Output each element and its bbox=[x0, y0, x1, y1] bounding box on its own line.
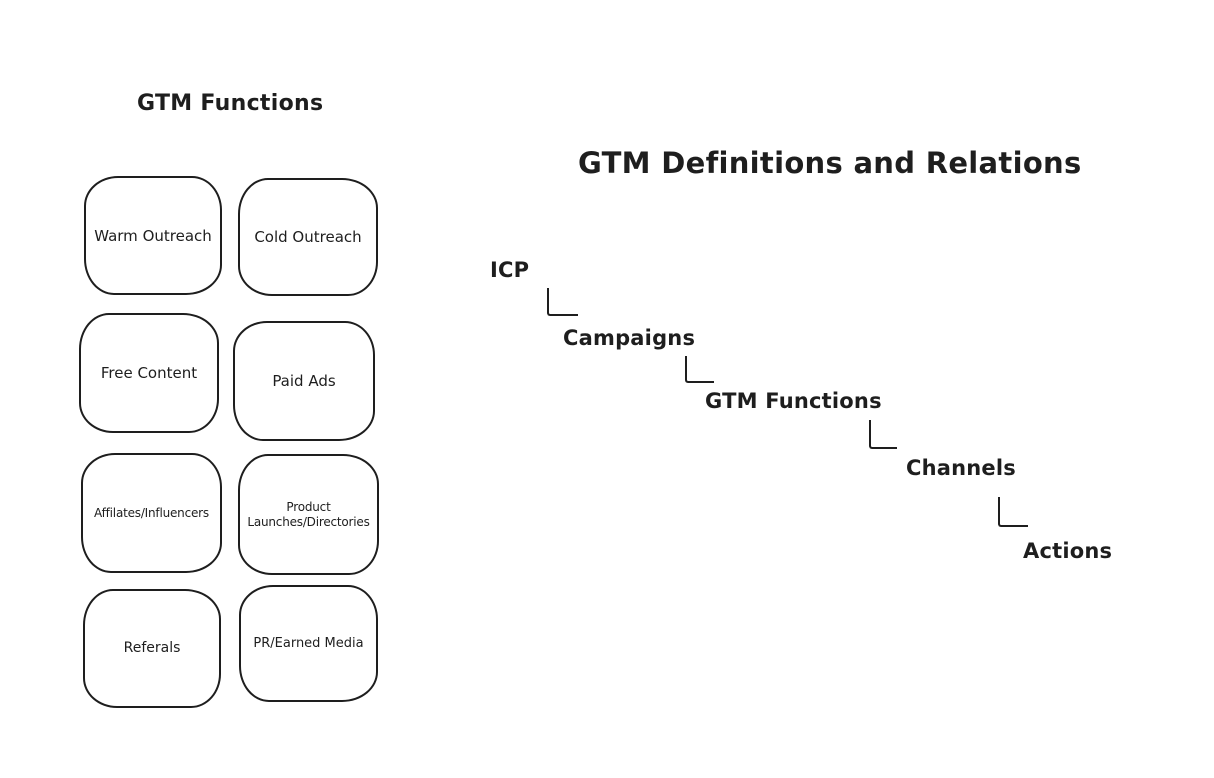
gtm-functions-group-title: GTM Functions bbox=[137, 91, 324, 116]
node-paid-ads[interactable]: Paid Ads bbox=[233, 321, 375, 441]
node-free-content[interactable]: Free Content bbox=[79, 313, 219, 433]
node-label-paid-ads: Paid Ads bbox=[272, 372, 336, 390]
hierarchy-label-channels: Channels bbox=[906, 456, 1016, 480]
node-label-cold-outreach: Cold Outreach bbox=[254, 228, 362, 246]
node-label-affilates-influencers: Affilates/Influencers bbox=[94, 505, 209, 520]
elbow-connector-gtm-functions-channels bbox=[869, 420, 897, 449]
hierarchy-label-icp: ICP bbox=[490, 258, 530, 282]
node-label-product-launches-directories: Product Launches/Directories bbox=[247, 500, 370, 529]
node-warm-outreach[interactable]: Warm Outreach bbox=[84, 176, 222, 295]
elbow-connector-campaigns-gtm-functions bbox=[685, 356, 714, 383]
node-label-referals: Referals bbox=[123, 640, 181, 657]
elbow-connector-channels-actions bbox=[998, 497, 1028, 527]
node-referals[interactable]: Referals bbox=[83, 589, 221, 708]
node-product-launches-directories[interactable]: Product Launches/Directories bbox=[238, 454, 379, 575]
hierarchy-label-gtm-functions: GTM Functions bbox=[705, 389, 882, 413]
node-label-free-content: Free Content bbox=[100, 364, 198, 382]
node-cold-outreach[interactable]: Cold Outreach bbox=[238, 178, 378, 296]
node-label-warm-outreach: Warm Outreach bbox=[94, 226, 212, 245]
hierarchy-label-campaigns: Campaigns bbox=[563, 326, 696, 350]
gtm-relations-group-title: GTM Definitions and Relations bbox=[578, 146, 1082, 180]
node-label-pr-earned-media: PR/Earned Media bbox=[253, 635, 364, 651]
hierarchy-label-actions: Actions bbox=[1023, 539, 1113, 563]
node-pr-earned-media[interactable]: PR/Earned Media bbox=[239, 585, 378, 702]
elbow-connector-icp-campaigns bbox=[547, 288, 578, 316]
node-affilates-influencers[interactable]: Affilates/Influencers bbox=[81, 453, 222, 573]
